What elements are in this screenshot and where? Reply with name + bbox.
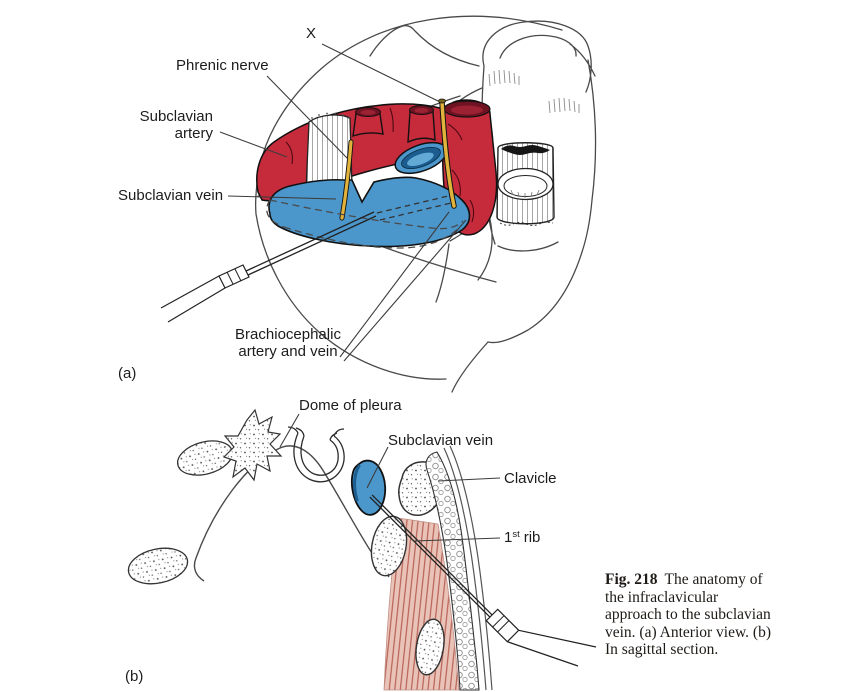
fat-layer [425,451,480,691]
label-subclavian-artery-line1: Subclavian [140,108,213,125]
phrenic-nerve-shape [339,139,354,221]
second-rib-section [415,618,445,676]
panel-b-leader-lines [279,413,501,542]
vagus-x-nerve-shape [438,98,457,209]
label-subclavian-artery-line2: artery [175,125,214,142]
cut-tendon-band [501,145,550,155]
panel-a-label: (a) [118,365,136,382]
label-subclavian-vein-a: Subclavian vein [118,187,223,204]
puncture-needle-b [369,494,597,667]
label-brachiocephalic-line1: Brachiocephalic [235,326,341,343]
artery-loop [287,426,345,483]
label-phrenic-nerve: Phrenic nerve [176,57,269,74]
subclavian-vein-b-shape [350,459,387,516]
needle-track-dashed [376,195,452,221]
subclavian-vein-shape [268,176,471,248]
syringe-barrel-a [160,275,226,323]
caption-text: The anatomy of the infraclavicular appro… [605,571,771,658]
needle-hub-a [218,264,250,289]
lower-rib-section [127,547,189,585]
vein-cut-stump [394,141,448,175]
label-x-nerve: X [306,25,316,42]
vertebra-spiky-bone [222,408,283,482]
cut-muscle-cylinder [496,142,555,226]
clavicle-dashed-outline [266,199,464,249]
skin-lines [443,445,493,691]
label-clavicle: Clavicle [504,470,557,487]
label-brachiocephalic-line2: artery and vein [238,343,337,360]
syringe-barrel-b [507,629,597,667]
puncture-needle-a [160,211,377,323]
panel-a-drawing: X Phrenic nerve Subclavian artery Subcla… [118,15,597,393]
label-dome-of-pleura: Dome of pleura [299,397,402,414]
panel-a-leader-lines [219,43,467,362]
panel-b-label: (b) [125,668,143,685]
caption-figure-number: Fig. 218 [605,571,658,588]
panel-b-drawing: Dome of pleura Subclavian vein Clavicle … [125,397,597,691]
label-subclavian-vein-b: Subclavian vein [388,432,493,449]
